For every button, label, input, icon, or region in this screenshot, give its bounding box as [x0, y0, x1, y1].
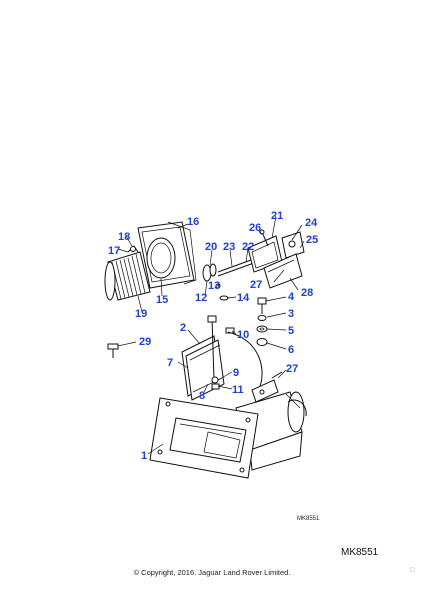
callout-5: 5 [288, 325, 294, 337]
corner-mark: □ [410, 567, 415, 574]
callout-24: 24 [305, 217, 318, 229]
callout-29: 29 [139, 336, 151, 348]
fastener-stack [256, 297, 268, 346]
leader-lines [117, 215, 305, 455]
callout-7: 7 [167, 357, 173, 369]
callout-26: 26 [249, 222, 261, 234]
bolt-29 [107, 343, 119, 358]
callout-14: 14 [237, 292, 250, 304]
callout-11: 11 [232, 384, 244, 396]
callout-4: 4 [288, 291, 295, 303]
callout-16: 16 [187, 216, 199, 228]
callout-25: 25 [306, 234, 318, 246]
copyright-notice: © Copyright, 2016. Jaguar Land Rover Lim… [133, 568, 291, 577]
air-duct-hose-assembly [104, 221, 197, 301]
callout-10: 10 [237, 329, 249, 341]
callout-27-upper: 27 [250, 279, 262, 291]
callout-3: 3 [288, 308, 294, 320]
callout-19: 19 [135, 308, 147, 320]
callout-27-lower: 27 [286, 363, 298, 375]
diagram-code: MK8551 [341, 547, 379, 558]
callout-labels: 1 2 3 4 5 6 7 8 9 10 11 12 13 14 15 16 1… [108, 210, 318, 462]
control-cable-assembly [202, 229, 305, 301]
callout-28: 28 [301, 287, 313, 299]
callout-9: 9 [233, 367, 239, 379]
callout-6: 6 [288, 344, 294, 356]
callout-20: 20 [205, 241, 217, 253]
callout-18: 18 [118, 231, 130, 243]
callout-22: 22 [242, 241, 254, 253]
callout-8: 8 [199, 390, 205, 402]
vent-housing-assembly [149, 371, 307, 479]
callout-21: 21 [271, 210, 283, 222]
callout-17: 17 [108, 245, 120, 257]
callout-15: 15 [156, 294, 168, 306]
callout-12: 12 [195, 292, 207, 304]
drawing-code-small: MK8551 [297, 516, 320, 522]
callout-23: 23 [223, 241, 235, 253]
linkage-plate-assembly [181, 315, 263, 401]
callout-2: 2 [180, 322, 186, 334]
callout-1: 1 [141, 450, 147, 462]
callout-13: 13 [208, 280, 220, 292]
